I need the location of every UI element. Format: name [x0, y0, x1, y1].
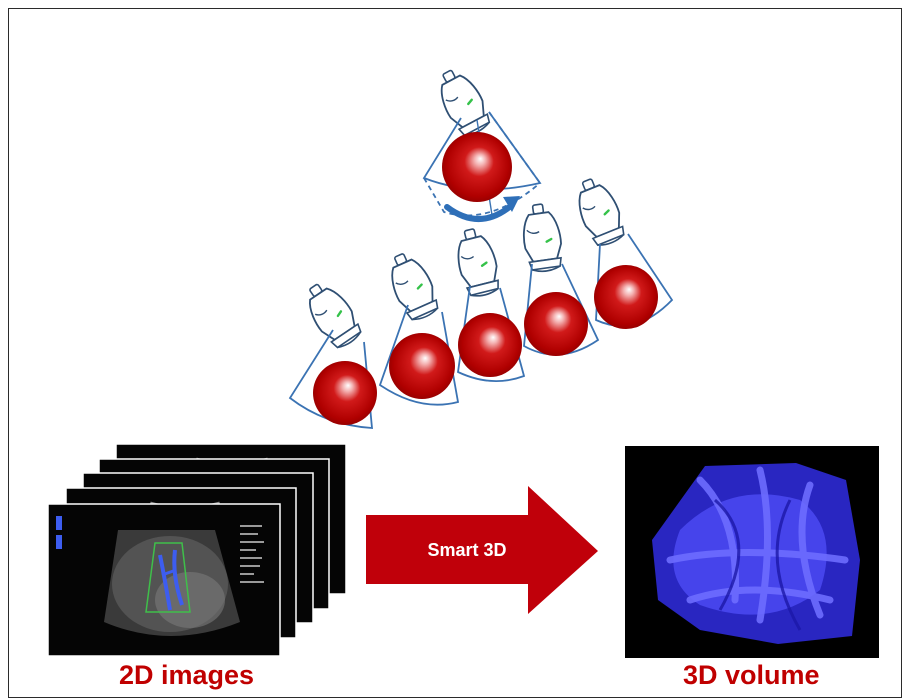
- red-sphere-icon: [594, 265, 658, 329]
- 3d-volume-render: [625, 446, 879, 658]
- red-sphere-icon: [442, 132, 512, 202]
- 2d-image-stack: [47, 443, 347, 657]
- arrow-label: Smart 3D: [427, 540, 507, 560]
- label-3d-volume: 3D volume: [683, 660, 820, 690]
- label-2d-images: 2D images: [119, 660, 255, 690]
- ultrasound-probe-icon: [297, 275, 368, 354]
- ultrasound-probe-icon: [518, 200, 566, 275]
- rotating-probe-group: [422, 62, 542, 222]
- ultrasound-probe-icon: [380, 246, 444, 326]
- ultrasound-frame-front: [47, 503, 281, 657]
- rotation-arrow-icon: [444, 202, 515, 222]
- smart-3d-arrow: [366, 486, 598, 614]
- red-sphere-icon: [389, 333, 455, 399]
- red-sphere-icon: [458, 313, 522, 377]
- ultrasound-probe-icon: [568, 172, 630, 251]
- ultrasound-probe-icon: [450, 224, 505, 301]
- red-sphere-icon: [524, 292, 588, 356]
- red-sphere-icon: [313, 361, 377, 425]
- probe-sweep-group: [288, 172, 674, 429]
- ultrasound-probe-icon: [429, 62, 496, 142]
